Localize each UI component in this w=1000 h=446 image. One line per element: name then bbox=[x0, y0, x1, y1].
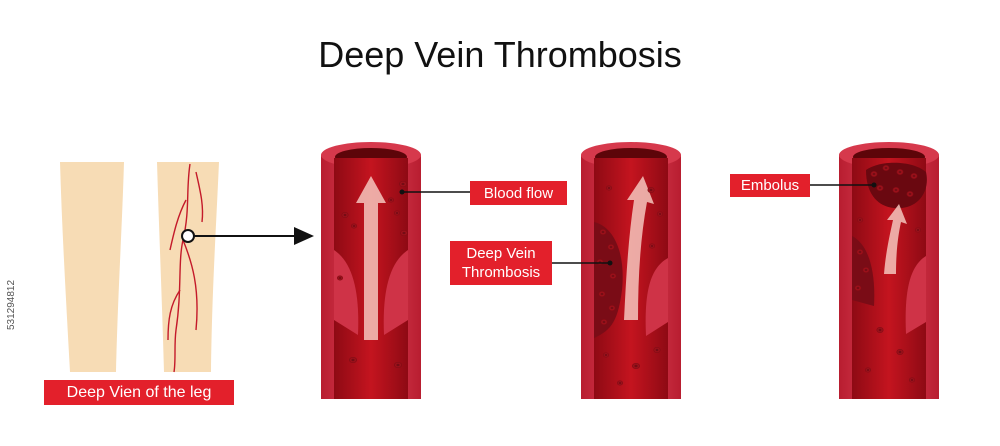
restricted-flow-arrow bbox=[624, 176, 654, 320]
blood-cells bbox=[337, 181, 408, 368]
label-embolus-text: Embolus bbox=[740, 177, 800, 194]
label-blood-flow: Blood flow bbox=[470, 181, 567, 205]
legs-illustration bbox=[60, 162, 314, 373]
vein-embolus bbox=[810, 142, 939, 399]
left-leg bbox=[60, 162, 124, 372]
vein-normal bbox=[321, 142, 470, 399]
label-deep-vein-leg-text: Deep Vien of the leg bbox=[66, 384, 212, 401]
embolus-flow-arrow bbox=[884, 204, 907, 274]
label-dvt-line2: Thrombosis bbox=[461, 264, 541, 281]
stock-id: 531294812 bbox=[6, 279, 17, 330]
label-deep-vein-thrombosis: Deep Vein Thrombosis bbox=[450, 241, 552, 285]
label-blood-flow-text: Blood flow bbox=[483, 184, 554, 202]
arrow-right-icon bbox=[294, 227, 314, 245]
vein-zoom-marker bbox=[181, 229, 195, 243]
page-title: Deep Vein Thrombosis bbox=[318, 34, 682, 75]
thrombus-mass bbox=[594, 222, 623, 338]
leg-veins bbox=[167, 163, 204, 373]
vein-thrombosis bbox=[552, 142, 681, 399]
right-leg bbox=[157, 162, 219, 372]
blood-flow-arrow bbox=[356, 176, 386, 340]
label-dvt-line1: Deep Vein bbox=[466, 245, 536, 262]
label-embolus: Embolus bbox=[730, 174, 810, 197]
vein-valve-left bbox=[334, 250, 359, 335]
label-deep-vein-of-leg: Deep Vien of the leg bbox=[44, 380, 234, 405]
vein-valve-right bbox=[383, 250, 408, 335]
